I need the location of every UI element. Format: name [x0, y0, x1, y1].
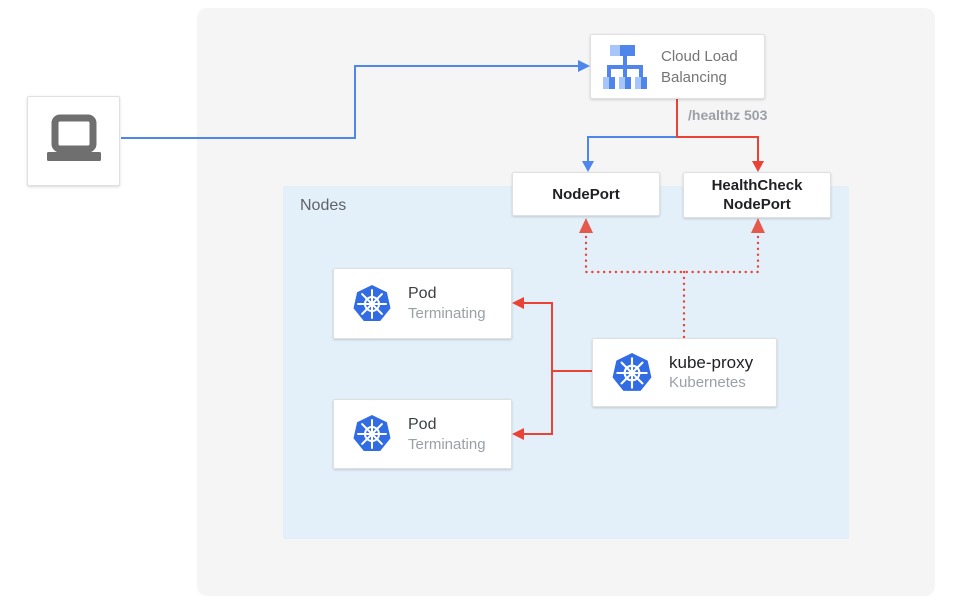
- client-device-box: [27, 96, 120, 186]
- cloud-load-balancing-label: Cloud Load Balancing: [661, 46, 738, 88]
- pod-status: Terminating: [408, 435, 486, 453]
- clb-label-line1: Cloud Load: [661, 47, 738, 65]
- kube-proxy-box: kube-proxy Kubernetes: [592, 338, 777, 407]
- pod-status: Terminating: [408, 305, 486, 322]
- nodes-label: Nodes: [300, 197, 347, 214]
- healthz-503-label: /healthz 503: [688, 107, 768, 123]
- nodeport-box: NodePort: [512, 172, 660, 216]
- kubernetes-icon: [352, 414, 392, 454]
- kube-proxy-subtitle: Kubernetes: [669, 374, 746, 391]
- cloud-load-balancing-box: Cloud Load Balancing: [590, 34, 765, 99]
- pod-title: Pod: [408, 285, 437, 302]
- cloud-load-balancing-icon: [599, 44, 651, 90]
- healthcheck-label-line1: HealthCheck: [711, 177, 803, 194]
- pod-terminating-box: Pod Terminating: [333, 268, 512, 339]
- healthcheck-label-line2: NodePort: [723, 196, 791, 213]
- pod-terminating-box: Pod Terminating: [333, 399, 512, 469]
- kubernetes-icon: [352, 284, 392, 324]
- pod-title: Pod: [408, 415, 437, 433]
- kube-proxy-title: kube-proxy: [669, 353, 754, 372]
- kubernetes-icon: [611, 352, 653, 394]
- laptop-icon: [42, 114, 106, 168]
- healthcheck-nodeport-box: HealthCheck NodePort: [683, 172, 831, 218]
- nodeport-label: NodePort: [552, 185, 620, 203]
- clb-label-line2: Balancing: [661, 68, 727, 86]
